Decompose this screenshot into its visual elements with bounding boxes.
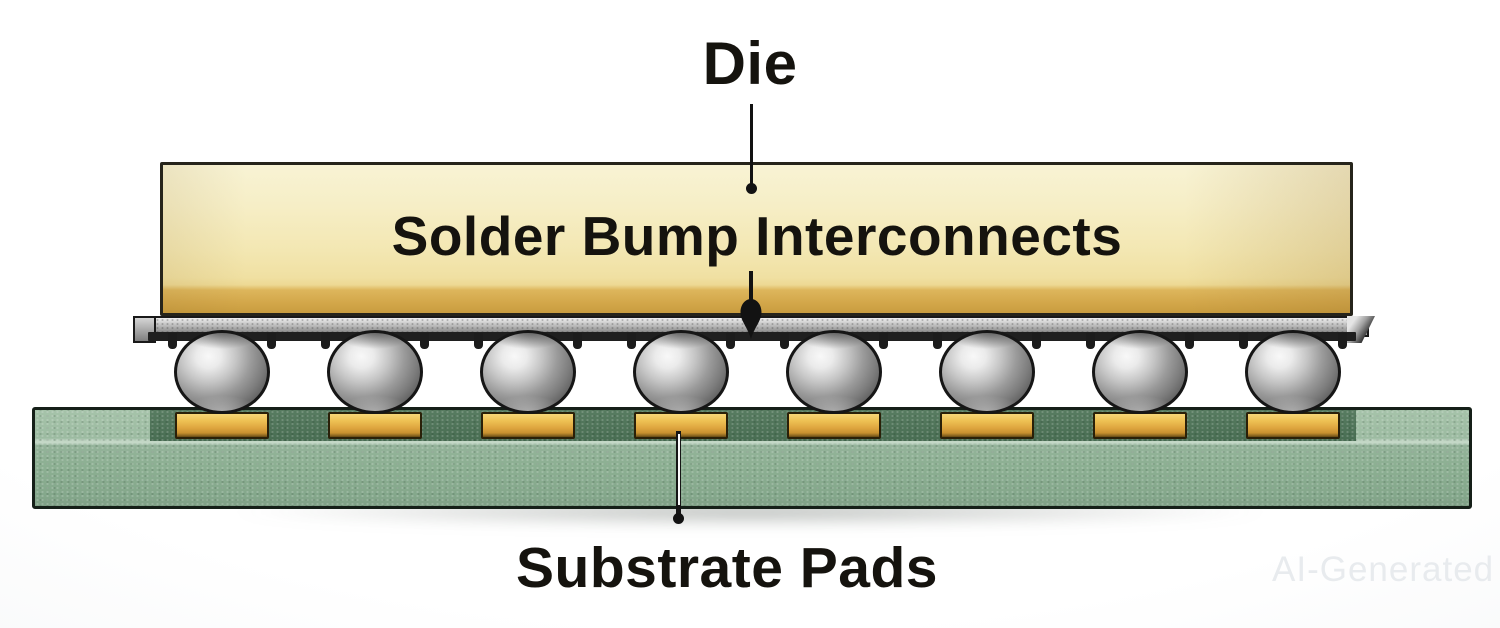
- bump-fillet-tab-right: [267, 333, 276, 349]
- substrate-pad: [328, 412, 422, 439]
- solder-ball: [939, 330, 1035, 414]
- substrate-pad: [175, 412, 269, 439]
- substrate-pad: [940, 412, 1034, 439]
- substrate-pads-label: Substrate Pads: [516, 536, 938, 600]
- substrate-pad: [787, 412, 881, 439]
- bump-fillet-tab-right: [1032, 333, 1041, 349]
- solder-ball: [1245, 330, 1341, 414]
- substrate-pad: [1093, 412, 1187, 439]
- substrate-texture: [35, 410, 1469, 506]
- bump-fillet-tab-left: [1086, 333, 1095, 349]
- die-leader-dot: [746, 183, 757, 194]
- die-metal-bar-understrip: [148, 332, 1356, 341]
- solder-ball: [327, 330, 423, 414]
- bump-fillet-tab-right: [1338, 333, 1347, 349]
- bump-fillet-tab-right: [573, 333, 582, 349]
- die-leader-line: [750, 104, 753, 188]
- bump-fillet-tab-left: [474, 333, 483, 349]
- bump-fillet-tab-right: [879, 333, 888, 349]
- bump-fillet-tab-left: [780, 333, 789, 349]
- solder-ball: [1092, 330, 1188, 414]
- solder-ball: [786, 330, 882, 414]
- solder-ball: [174, 330, 270, 414]
- solder-bump-leader-line: [749, 271, 753, 305]
- substrate-pads-leader-core: [678, 434, 680, 505]
- bump-fillet-tab-left: [321, 333, 330, 349]
- bump-fillet-tab-left: [168, 333, 177, 349]
- ai-generated-watermark: AI-Generated: [1272, 550, 1495, 589]
- bump-fillet-tab-left: [933, 333, 942, 349]
- solder-bump-arrowhead-icon: [740, 299, 762, 339]
- bump-fillet-tab-right: [1185, 333, 1194, 349]
- solder-bump-interconnects-label: Solder Bump Interconnects: [391, 205, 1123, 267]
- substrate-pad: [481, 412, 575, 439]
- substrate-pad: [1246, 412, 1340, 439]
- substrate-pads-leader-dot: [673, 513, 684, 524]
- substrate-pad: [634, 412, 728, 439]
- bump-fillet-tab-right: [726, 333, 735, 349]
- bump-fillet-tab-right: [420, 333, 429, 349]
- solder-ball: [480, 330, 576, 414]
- solder-ball: [633, 330, 729, 414]
- bump-fillet-tab-left: [1239, 333, 1248, 349]
- bump-fillet-tab-left: [627, 333, 636, 349]
- die-label: Die: [702, 30, 798, 97]
